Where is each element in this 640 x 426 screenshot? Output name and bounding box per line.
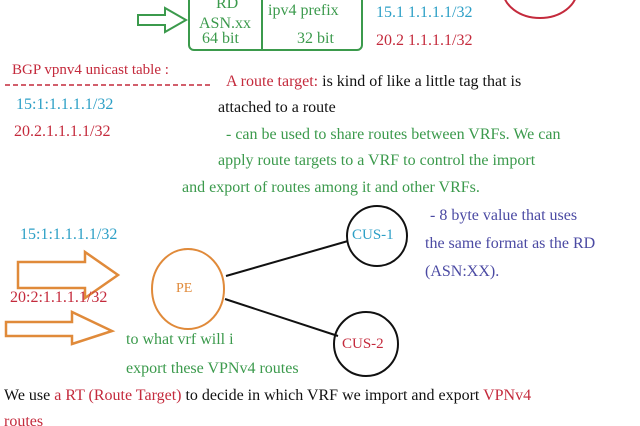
rt-blue-line-2: the same format as the RD (425, 235, 596, 252)
cus1-label: CUS-1 (352, 227, 394, 243)
pe-label: PE (176, 281, 193, 296)
orange-arrow-1-icon (16, 249, 121, 301)
rd-asn-label: ASN.xx (199, 15, 252, 32)
cus2-node (333, 311, 399, 377)
rt-definition: A route target: is kind of like a little… (226, 74, 521, 90)
summary-text-1: We use (4, 387, 55, 404)
rt-green-line-2: apply route targets to a VRF to control … (218, 152, 536, 169)
table-title: BGP vpnv4 unicast table : (12, 62, 169, 78)
top-route-1: 15.1 1.1.1.1/32 (376, 4, 473, 21)
pe-cus2-link (224, 298, 339, 337)
rd-bits-label: 64 bit (202, 30, 239, 47)
top-route-2: 20.2 1.1.1.1/32 (376, 32, 473, 49)
pe-cus1-link (225, 240, 349, 277)
rt-definition-line2: attached to a route (218, 99, 336, 116)
rt-blue-line-1: - 8 byte value that uses (430, 207, 578, 224)
table-row-1: 15:1:1.1.1.1/32 (16, 96, 114, 113)
summary-line: We use a RT (Route Target) to decide in … (4, 388, 531, 404)
summary-rt: a RT (Route Target) (54, 387, 182, 404)
rt-definition-text: is kind of like a little tag that is (318, 73, 522, 90)
pe-node (151, 248, 225, 330)
summary-text-2: to decide in which VRF we import and exp… (181, 387, 484, 404)
summary-routes: routes (4, 413, 44, 426)
question-line-1: to what vrf will i (126, 331, 234, 348)
rt-term: A route target: (226, 73, 319, 90)
prefix-bits-label: 32 bit (297, 30, 334, 47)
question-line-2: export these VPNv4 routes (126, 360, 299, 377)
red-circle (504, 0, 576, 19)
prefix-label: ipv4 prefix (268, 2, 339, 19)
rd-box (188, 0, 363, 51)
green-arrow-icon (137, 6, 189, 34)
diagram-route-2: 20:2:1.1.1.1/32 (10, 289, 108, 306)
rt-green-line-1: - can be used to share routes between VR… (226, 126, 561, 143)
cus2-label: CUS-2 (342, 336, 384, 352)
orange-arrow-2-icon (4, 310, 116, 346)
cus1-node (346, 205, 408, 267)
rd-label: RD (216, 0, 239, 12)
diagram-route-1: 15:1:1.1.1.1/32 (20, 226, 118, 243)
table-row-2: 20.2.1.1.1.1/32 (14, 123, 111, 140)
rt-green-line-3: and export of routes among it and other … (182, 179, 480, 196)
rt-blue-line-3: (ASN:XX). (425, 263, 500, 280)
summary-vpnv4: VPNv4 (483, 387, 532, 404)
